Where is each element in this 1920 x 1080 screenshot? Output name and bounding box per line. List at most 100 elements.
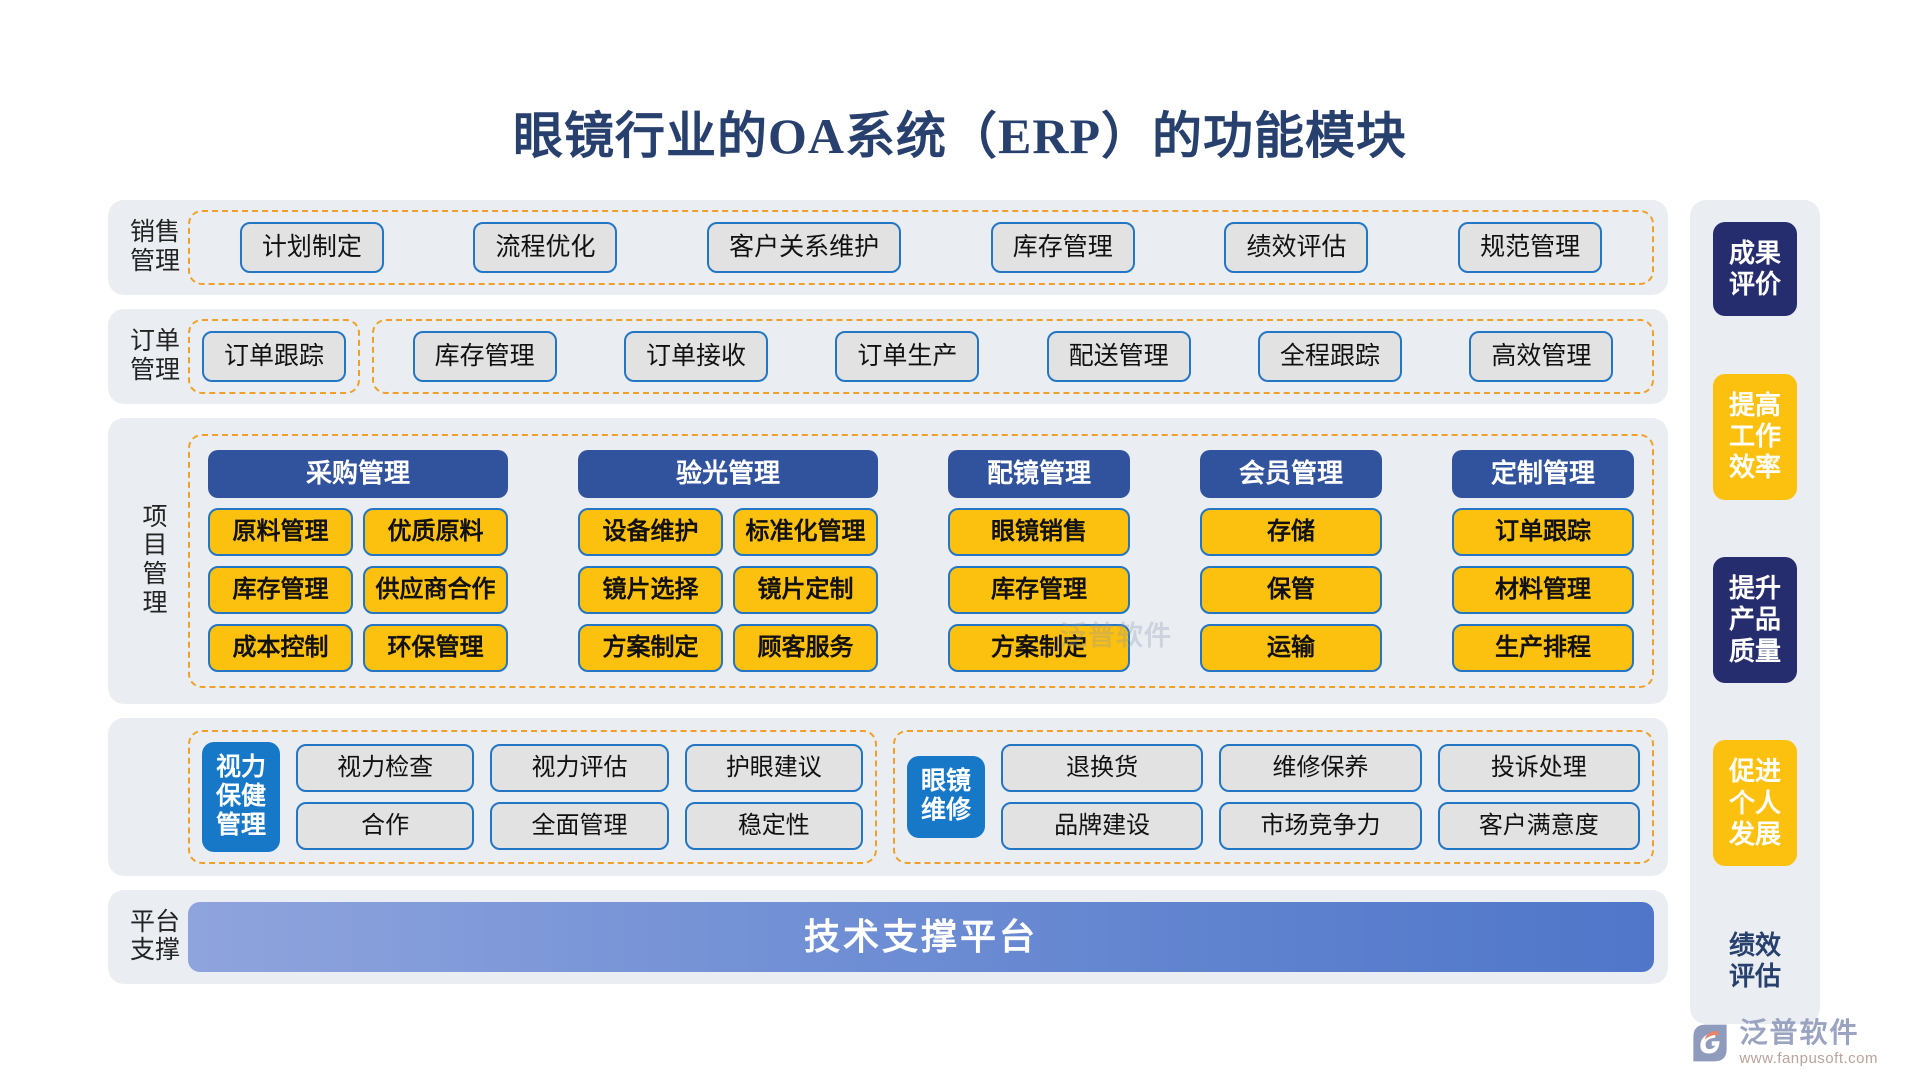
section-project-label: 项 目 管 理	[142, 503, 168, 617]
chip-repair-0[interactable]: 退换货	[1001, 744, 1204, 793]
section-sales-body: 计划制定 流程优化 客户关系维护 库存管理 绩效评估 规范管理	[188, 210, 1654, 285]
chip-sales-5[interactable]: 规范管理	[1458, 222, 1603, 273]
ychip-fitting-0[interactable]: 眼镜销售	[948, 508, 1130, 556]
project-grid-fitting: 眼镜销售 库存管理 方案制定	[948, 508, 1130, 672]
section-sales-label: 销售 管理	[129, 218, 180, 275]
section-sales: 销售 管理 计划制定 流程优化 客户关系维护 库存管理 绩效评估 规范管理	[108, 200, 1668, 295]
section-project-body: 采购管理 原料管理 优质原料 库存管理 供应商合作 成本控制 环保管理	[188, 434, 1654, 688]
chip-repair-2[interactable]: 投诉处理	[1437, 744, 1640, 793]
logo-company-name: 泛普软件	[1739, 1017, 1860, 1048]
platform-support-bar[interactable]: 技术支撑平台	[188, 902, 1654, 973]
section-order: 订单 管理 订单跟踪 库存管理 订单接收 订单生产 配送管理 全程跟踪 高效管理	[108, 309, 1668, 404]
project-grid-purchase: 原料管理 优质原料 库存管理 供应商合作 成本控制 环保管理	[208, 508, 508, 672]
ychip-optometry-0[interactable]: 设备维护	[578, 508, 723, 556]
ychip-fitting-1[interactable]: 库存管理	[948, 566, 1130, 614]
ychip-custom-1[interactable]: 材料管理	[1452, 566, 1634, 614]
chip-vision-5[interactable]: 稳定性	[684, 802, 863, 851]
glasses-repair-tag[interactable]: 眼镜 维修	[907, 756, 985, 838]
section-order-body: 订单跟踪 库存管理 订单接收 订单生产 配送管理 全程跟踪 高效管理	[188, 319, 1654, 394]
chip-sales-3[interactable]: 库存管理	[990, 222, 1135, 273]
logo-website: www.fanpusoft.com	[1739, 1050, 1878, 1067]
logo-mark-icon	[1689, 1022, 1731, 1064]
project-header-member[interactable]: 会员管理	[1200, 450, 1382, 498]
project-columns: 采购管理 原料管理 优质原料 库存管理 供应商合作 成本控制 环保管理	[208, 450, 1634, 672]
chip-sales-2[interactable]: 客户关系维护	[707, 222, 902, 273]
ychip-custom-0[interactable]: 订单跟踪	[1452, 508, 1634, 556]
section-care-body: 视力 保健 管理 视力检查 视力评估 护眼建议 合作 全面管理 稳定性 眼镜 维…	[188, 730, 1654, 865]
chip-order-5[interactable]: 高效管理	[1469, 331, 1614, 382]
project-grid-member: 存储 保管 运输	[1200, 508, 1382, 672]
project-grid-custom: 订单跟踪 材料管理 生产排程	[1452, 508, 1634, 672]
ychip-member-2[interactable]: 运输	[1200, 624, 1382, 672]
vision-care-grid: 视力检查 视力评估 护眼建议 合作 全面管理 稳定性	[296, 744, 863, 851]
ychip-purchase-0[interactable]: 原料管理	[208, 508, 353, 556]
section-project: 项 目 管 理 采购管理 原料管理 优质原料 库存管理 供应商合作 成本控制	[108, 418, 1668, 704]
chip-vision-4[interactable]: 全面管理	[490, 802, 669, 851]
ychip-purchase-5[interactable]: 环保管理	[363, 624, 508, 672]
chip-vision-0[interactable]: 视力检查	[296, 744, 475, 793]
chip-sales-1[interactable]: 流程优化	[473, 222, 618, 273]
glasses-repair-grid: 退换货 维修保养 投诉处理 品牌建设 市场竞争力 客户满意度	[1001, 744, 1640, 851]
ychip-purchase-2[interactable]: 库存管理	[208, 566, 353, 614]
ychip-optometry-5[interactable]: 顾客服务	[733, 624, 878, 672]
chip-order-4[interactable]: 全程跟踪	[1257, 331, 1402, 382]
project-column-custom: 定制管理 订单跟踪 材料管理 生产排程	[1452, 450, 1634, 672]
ychip-custom-2[interactable]: 生产排程	[1452, 624, 1634, 672]
page-title: 眼镜行业的OA系统（ERP）的功能模块	[513, 108, 1407, 164]
project-header-fitting[interactable]: 配镜管理	[948, 450, 1130, 498]
chip-order-3[interactable]: 配送管理	[1046, 331, 1191, 382]
vision-care-tag[interactable]: 视力 保健 管理	[202, 742, 280, 853]
ychip-optometry-3[interactable]: 镜片定制	[733, 566, 878, 614]
ychip-purchase-4[interactable]: 成本控制	[208, 624, 353, 672]
rail-item-performance-evaluation: 绩效 评估	[1728, 930, 1781, 991]
project-column-optometry: 验光管理 设备维护 标准化管理 镜片选择 镜片定制 方案制定 顾客服务	[578, 450, 878, 672]
ychip-optometry-4[interactable]: 方案制定	[578, 624, 723, 672]
project-dashed-group: 采购管理 原料管理 优质原料 库存管理 供应商合作 成本控制 环保管理	[188, 434, 1654, 688]
repair-dashed-group: 眼镜 维修 退换货 维修保养 投诉处理 品牌建设 市场竞争力 客户满意度	[893, 730, 1654, 865]
chip-order-1[interactable]: 订单接收	[624, 331, 769, 382]
vision-dashed-group: 视力 保健 管理 视力检查 视力评估 护眼建议 合作 全面管理 稳定性	[188, 730, 877, 865]
ychip-member-1[interactable]: 保管	[1200, 566, 1382, 614]
ychip-fitting-2[interactable]: 方案制定	[948, 624, 1130, 672]
section-platform: 平台 支撑 技术支撑平台	[108, 890, 1668, 985]
project-header-purchase[interactable]: 采购管理	[208, 450, 508, 498]
ychip-purchase-1[interactable]: 优质原料	[363, 508, 508, 556]
section-platform-body: 技术支撑平台	[188, 902, 1654, 973]
project-column-fitting: 配镜管理 眼镜销售 库存管理 方案制定	[948, 450, 1130, 672]
section-care: 视力 保健 管理 视力检查 视力评估 护眼建议 合作 全面管理 稳定性 眼镜 维…	[108, 718, 1668, 877]
project-grid-optometry: 设备维护 标准化管理 镜片选择 镜片定制 方案制定 顾客服务	[578, 508, 878, 672]
chip-sales-4[interactable]: 绩效评估	[1224, 222, 1369, 273]
logo-text: 泛普软件 www.fanpusoft.com	[1739, 1017, 1878, 1067]
rail-item-improve-product-quality[interactable]: 提升 产品 质量	[1713, 557, 1797, 683]
ychip-member-0[interactable]: 存储	[1200, 508, 1382, 556]
section-care-label	[122, 730, 188, 864]
project-header-optometry[interactable]: 验光管理	[578, 450, 878, 498]
main-column: 销售 管理 计划制定 流程优化 客户关系维护 库存管理 绩效评估 规范管理 订单…	[108, 200, 1668, 998]
chip-vision-1[interactable]: 视力评估	[490, 744, 669, 793]
order-dashed-group-primary: 订单跟踪	[188, 319, 361, 394]
rail-item-improve-efficiency[interactable]: 提高 工作 效率	[1713, 374, 1797, 500]
chip-repair-4[interactable]: 市场竞争力	[1219, 802, 1422, 851]
chip-repair-1[interactable]: 维修保养	[1219, 744, 1422, 793]
section-order-label: 订单 管理	[129, 327, 180, 384]
rail-item-results-evaluation[interactable]: 成果 评价	[1713, 222, 1797, 317]
sales-dashed-group: 计划制定 流程优化 客户关系维护 库存管理 绩效评估 规范管理	[188, 210, 1654, 285]
chip-repair-3[interactable]: 品牌建设	[1001, 802, 1204, 851]
project-header-custom[interactable]: 定制管理	[1452, 450, 1634, 498]
chip-order-track[interactable]: 订单跟踪	[202, 331, 347, 382]
ychip-purchase-3[interactable]: 供应商合作	[363, 566, 508, 614]
project-column-purchase: 采购管理 原料管理 优质原料 库存管理 供应商合作 成本控制 环保管理	[208, 450, 508, 672]
rail-item-personal-development[interactable]: 促进 个人 发展	[1713, 740, 1797, 866]
chip-sales-0[interactable]: 计划制定	[239, 222, 384, 273]
ychip-optometry-1[interactable]: 标准化管理	[733, 508, 878, 556]
chip-vision-2[interactable]: 护眼建议	[684, 744, 863, 793]
chip-order-0[interactable]: 库存管理	[412, 331, 557, 382]
chip-vision-3[interactable]: 合作	[296, 802, 475, 851]
order-dashed-group-secondary: 库存管理 订单接收 订单生产 配送管理 全程跟踪 高效管理	[372, 319, 1654, 394]
ychip-optometry-2[interactable]: 镜片选择	[578, 566, 723, 614]
chip-order-2[interactable]: 订单生产	[835, 331, 980, 382]
outcome-rail: 成果 评价 提高 工作 效率 提升 产品 质量 促进 个人 发展 绩效 评估	[1690, 200, 1820, 1024]
chip-repair-5[interactable]: 客户满意度	[1437, 802, 1640, 851]
brand-logo: 泛普软件 www.fanpusoft.com	[1689, 1019, 1878, 1066]
